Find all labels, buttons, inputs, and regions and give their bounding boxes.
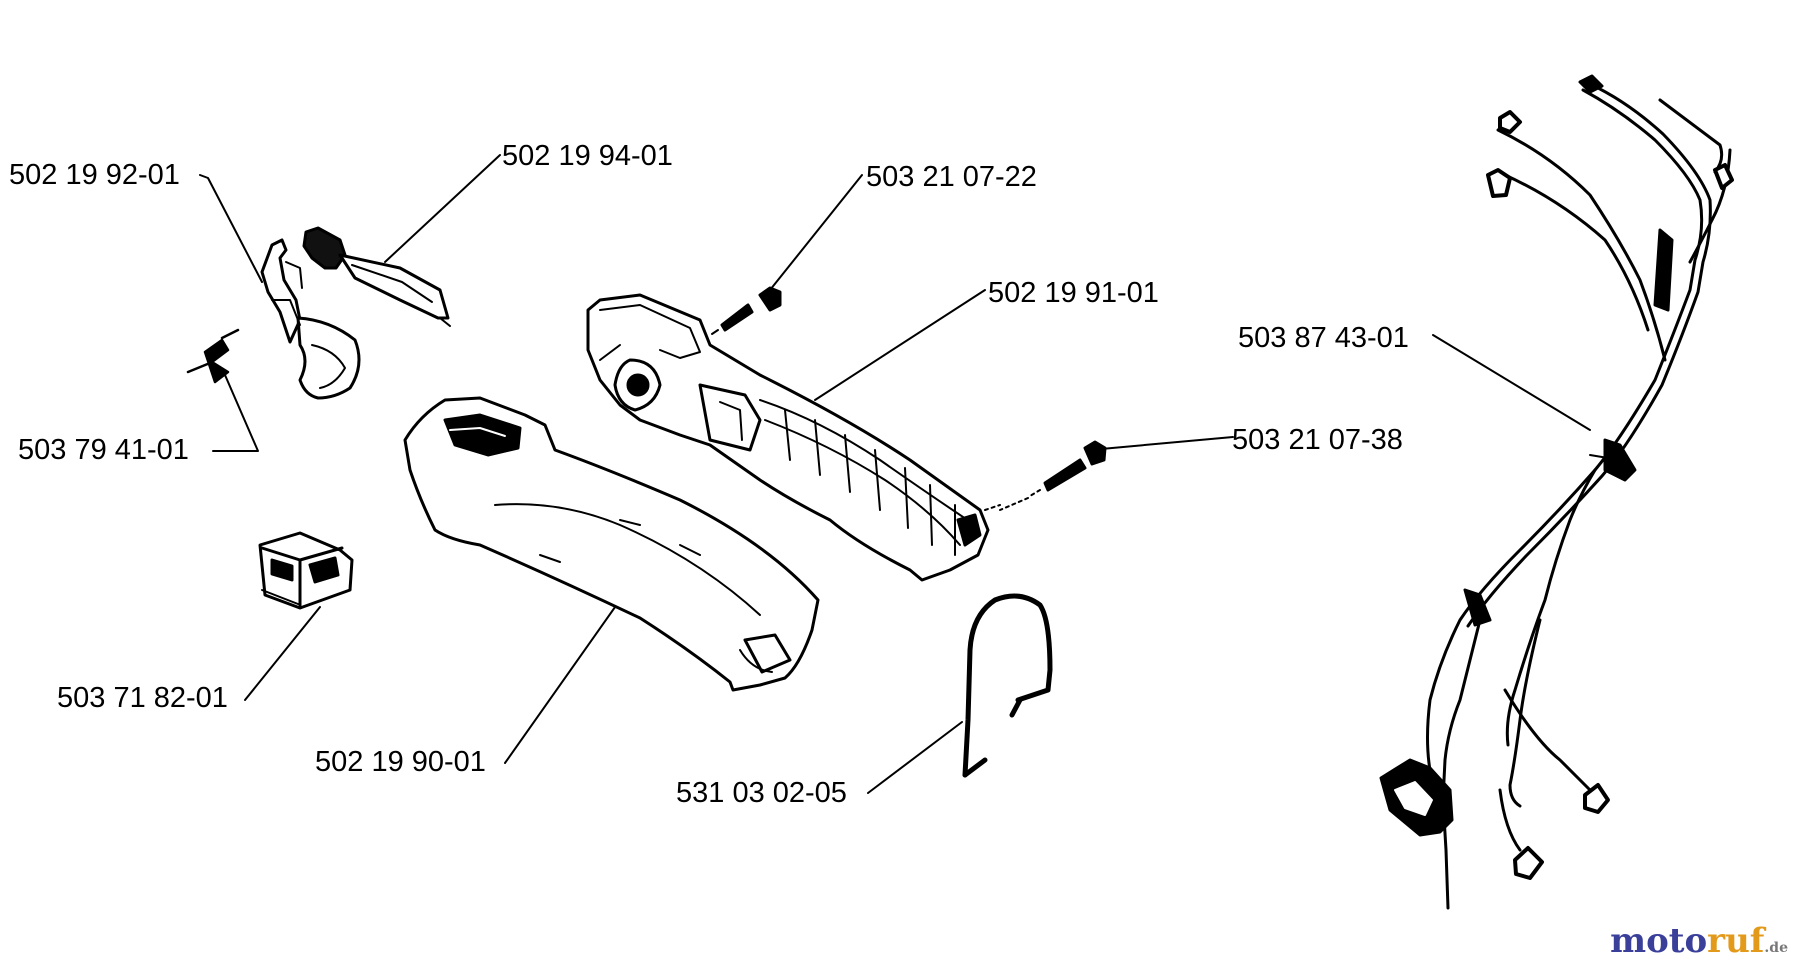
part-label-503-71-82-01: 503 71 82-01 (57, 682, 228, 714)
watermark-logo: motoruf.de (1610, 924, 1788, 958)
spring-part (186, 328, 240, 384)
leader-502-19-90-01 (504, 599, 621, 764)
switch-part (258, 531, 354, 610)
screw-part-upper (711, 286, 782, 335)
lower-handle-part (403, 396, 820, 692)
watermark-part-a: moto (1610, 921, 1708, 961)
leader-502-19-94-01 (384, 154, 501, 263)
leader-503-79-41-01 (212, 374, 259, 452)
leader-502-19-91-01 (814, 289, 986, 401)
part-label-503-87-43-01: 503 87 43-01 (1238, 322, 1409, 354)
part-label-531-03-02-05: 531 03 02-05 (676, 777, 847, 809)
part-label-502-19-91-01: 502 19 91-01 (988, 277, 1159, 309)
part-label-502-19-90-01: 502 19 90-01 (315, 746, 486, 778)
clip-part (962, 593, 1053, 778)
throttle-trigger-part (260, 238, 361, 400)
leader-531-03-02-05 (867, 721, 963, 794)
leader-lines (199, 154, 1591, 794)
leader-503-71-82-01 (244, 606, 321, 701)
part-label-502-19-92-01: 502 19 92-01 (9, 159, 180, 191)
part-label-503-21-07-38: 503 21 07-38 (1232, 424, 1403, 456)
watermark-tld: .de (1764, 940, 1788, 956)
upper-handle-part (586, 293, 1001, 582)
throttle-lockout-part (302, 226, 451, 327)
leader-503-21-07-22 (769, 174, 863, 291)
watermark-part-b: ruf (1707, 921, 1765, 961)
wiring-harness-part (1379, 74, 1734, 910)
screw-part-lower (999, 440, 1107, 511)
leader-502-19-92-01 (199, 174, 263, 283)
leader-503-21-07-38 (1089, 436, 1234, 451)
part-label-503-21-07-22: 503 21 07-22 (866, 161, 1037, 193)
part-label-503-79-41-01: 503 79 41-01 (18, 434, 189, 466)
part-label-502-19-94-01: 502 19 94-01 (502, 140, 673, 172)
leader-503-87-43-01 (1432, 334, 1591, 431)
